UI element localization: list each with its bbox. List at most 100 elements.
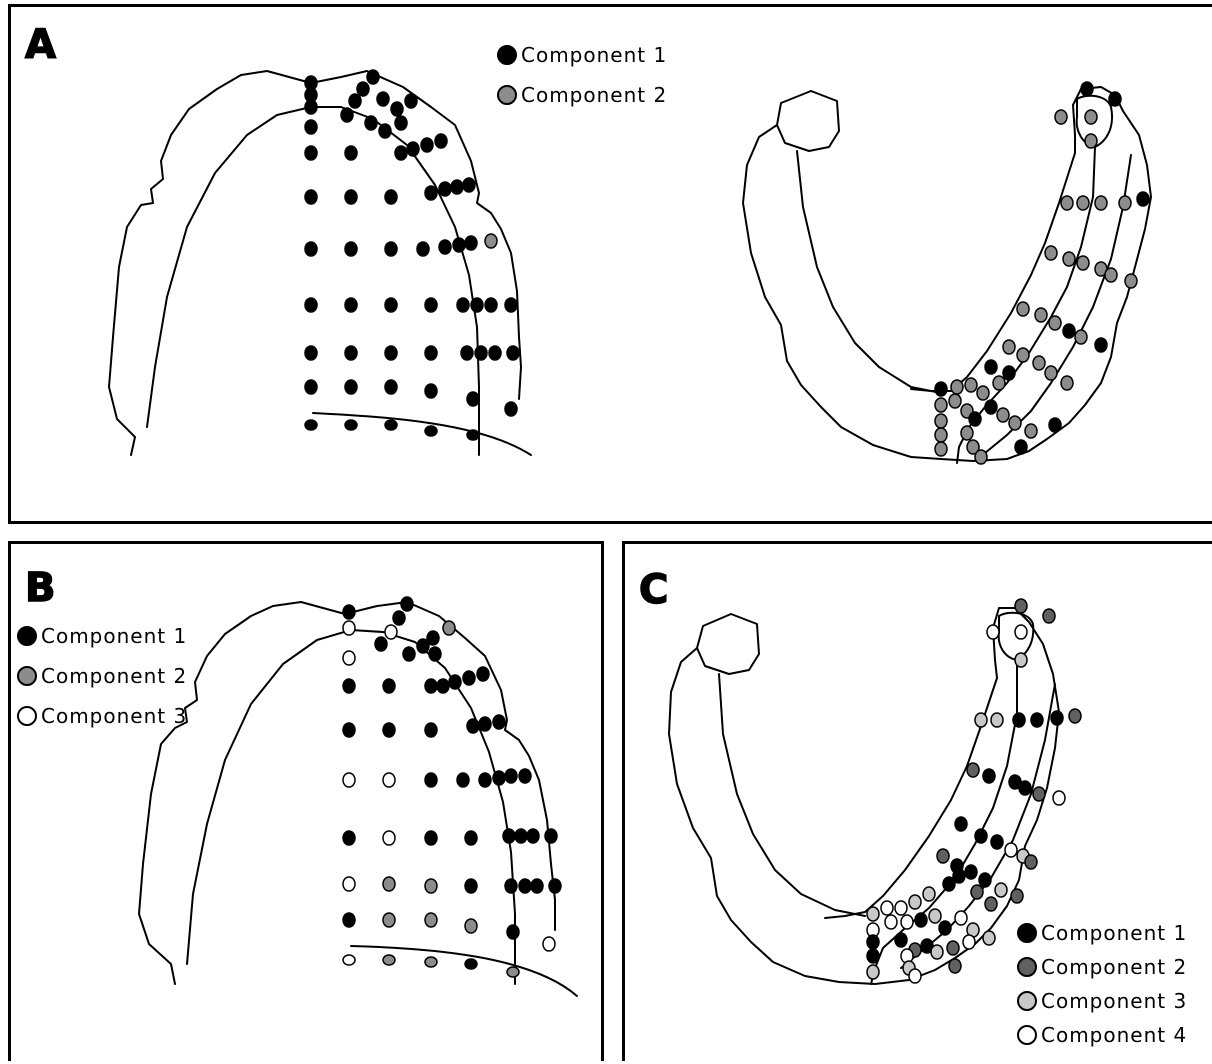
- panel-b: B Component 1 Component 2 Component 3: [8, 541, 604, 1061]
- electrode-dot: [1009, 416, 1021, 430]
- electrode-dot: [425, 679, 437, 693]
- electrode-dot: [395, 116, 407, 130]
- electrode-dot: [995, 883, 1007, 897]
- electrode-dot: [457, 298, 469, 312]
- electrode-dot: [1075, 330, 1087, 344]
- electrode-dot: [1069, 709, 1081, 723]
- electrode-dot: [515, 829, 527, 843]
- electrode-dot: [979, 873, 991, 887]
- electrode-dot: [935, 414, 947, 428]
- electrode-dot: [425, 346, 437, 360]
- electrode-dot: [383, 955, 395, 965]
- electrode-dot: [1061, 196, 1073, 210]
- electrode-dot: [465, 919, 477, 933]
- electrode-dot: [383, 773, 395, 787]
- electrode-dot: [479, 717, 491, 731]
- electrode-dot: [383, 913, 395, 927]
- electrode-dot: [909, 969, 921, 983]
- electrode-dot: [543, 937, 555, 951]
- electrode-dot: [1109, 92, 1121, 106]
- electrode-dot: [947, 941, 959, 955]
- electrode-dot: [343, 955, 355, 965]
- electrode-dot: [305, 190, 317, 204]
- electrode-dot: [417, 639, 429, 653]
- electrode-dot: [407, 142, 419, 156]
- electrode-dot: [929, 909, 941, 923]
- electrode-dot: [1061, 376, 1073, 390]
- electrode-dot: [1085, 134, 1097, 148]
- electrode-dot: [345, 346, 357, 360]
- electrode-dot: [507, 967, 519, 977]
- electrode-dot: [393, 611, 405, 625]
- electrode-dot: [985, 360, 997, 374]
- electrode-dot: [975, 713, 987, 727]
- electrode-dot: [465, 236, 477, 250]
- electrode-dot: [425, 384, 437, 398]
- panel-a: A Component 1 Component 2: [8, 4, 1212, 524]
- electrode-dot: [545, 829, 557, 843]
- electrode-dot: [395, 146, 407, 160]
- electrode-dot: [349, 94, 361, 108]
- electrode-diagram-a: [11, 7, 1212, 527]
- electrode-dot: [965, 865, 977, 879]
- electrode-dot: [1049, 316, 1061, 330]
- electrode-dot: [489, 346, 501, 360]
- electrode-dot: [885, 915, 897, 929]
- electrode-dot: [1105, 268, 1117, 282]
- electrode-dot: [443, 621, 455, 635]
- electrode-dot: [383, 679, 395, 693]
- electrode-dot: [961, 426, 973, 440]
- electrode-dot: [385, 298, 397, 312]
- electrode-dot: [1055, 110, 1067, 124]
- electrode-dot: [417, 242, 429, 256]
- electrode-dot: [505, 769, 517, 783]
- electrode-dot: [1015, 625, 1027, 639]
- electrode-dot: [475, 346, 487, 360]
- electrode-dot: [507, 925, 519, 939]
- electrode-dot: [385, 420, 397, 430]
- electrode-dot: [971, 885, 983, 899]
- electrode-dot: [345, 298, 357, 312]
- electrode-dot: [975, 829, 987, 843]
- electrode-dot: [969, 412, 981, 426]
- electrode-dot: [1049, 418, 1061, 432]
- electrode-dot: [1045, 246, 1057, 260]
- electrode-dot: [1081, 82, 1093, 96]
- electrode-dot: [425, 773, 437, 787]
- electrode-dot: [935, 428, 947, 442]
- electrode-dot: [935, 442, 947, 456]
- electrode-dot: [923, 887, 935, 901]
- electrode-dot: [977, 386, 989, 400]
- electrode-dot: [949, 394, 961, 408]
- electrode-dot: [935, 398, 947, 412]
- electrode-dot: [1015, 440, 1027, 454]
- electrode-dot: [915, 913, 927, 927]
- electrode-dot: [1045, 366, 1057, 380]
- electrode-dot: [451, 180, 463, 194]
- electrode-dot: [507, 346, 519, 360]
- electrode-dot: [1019, 781, 1031, 795]
- electrode-dot: [493, 771, 505, 785]
- electrode-dot: [991, 713, 1003, 727]
- electrode-dot: [341, 108, 353, 122]
- electrode-dot: [375, 637, 387, 651]
- electrode-dot: [963, 935, 975, 949]
- electrode-dot: [305, 242, 317, 256]
- electrode-dot: [1035, 308, 1047, 322]
- electrode-dot: [1003, 340, 1015, 354]
- electrode-dot: [1053, 791, 1065, 805]
- electrode-dot: [465, 879, 477, 893]
- electrode-dot: [867, 935, 879, 949]
- electrode-dot: [1015, 599, 1027, 613]
- electrode-dot: [385, 380, 397, 394]
- electrode-dot: [385, 190, 397, 204]
- electrode-dot: [425, 913, 437, 927]
- electrode-dot: [479, 773, 491, 787]
- electrode-dot: [1095, 196, 1107, 210]
- electrode-dot: [425, 298, 437, 312]
- electrode-dot: [955, 817, 967, 831]
- electrode-dot: [895, 901, 907, 915]
- electrode-dot: [305, 420, 317, 430]
- electrode-dot: [305, 346, 317, 360]
- electrode-dot: [493, 715, 505, 729]
